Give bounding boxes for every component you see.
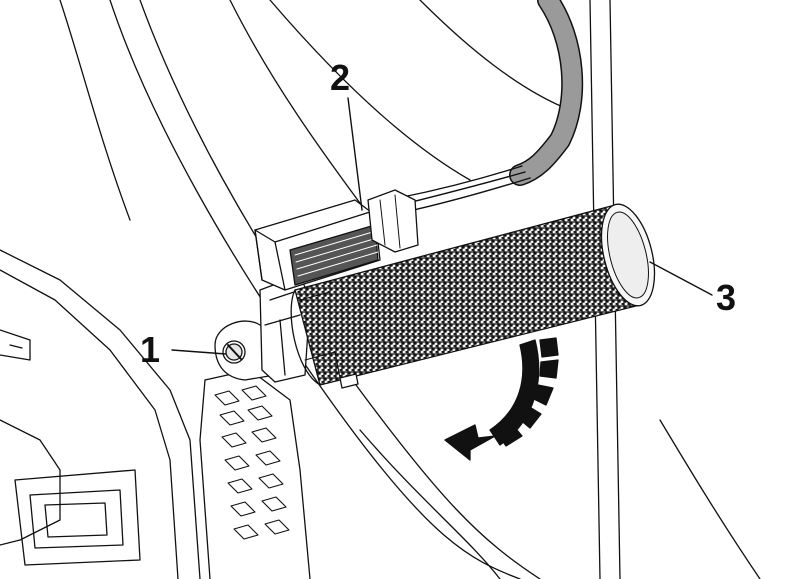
lower-bracket	[0, 249, 201, 579]
wire-harness	[397, 0, 584, 213]
lattice-frame	[199, 369, 311, 579]
callout-label-1: 1	[140, 329, 161, 370]
leader-line-3	[649, 261, 713, 296]
callout-label-2: 2	[330, 57, 351, 98]
leader-line-2	[347, 97, 363, 211]
callout-label-3: 3	[716, 277, 737, 318]
mounting-tab	[214, 320, 276, 381]
leader-line-1	[171, 349, 227, 355]
connector-plug	[254, 189, 419, 291]
leader-lines	[171, 97, 713, 355]
curved-arrow-icon	[444, 337, 559, 461]
sensor-cylinder	[290, 203, 656, 389]
